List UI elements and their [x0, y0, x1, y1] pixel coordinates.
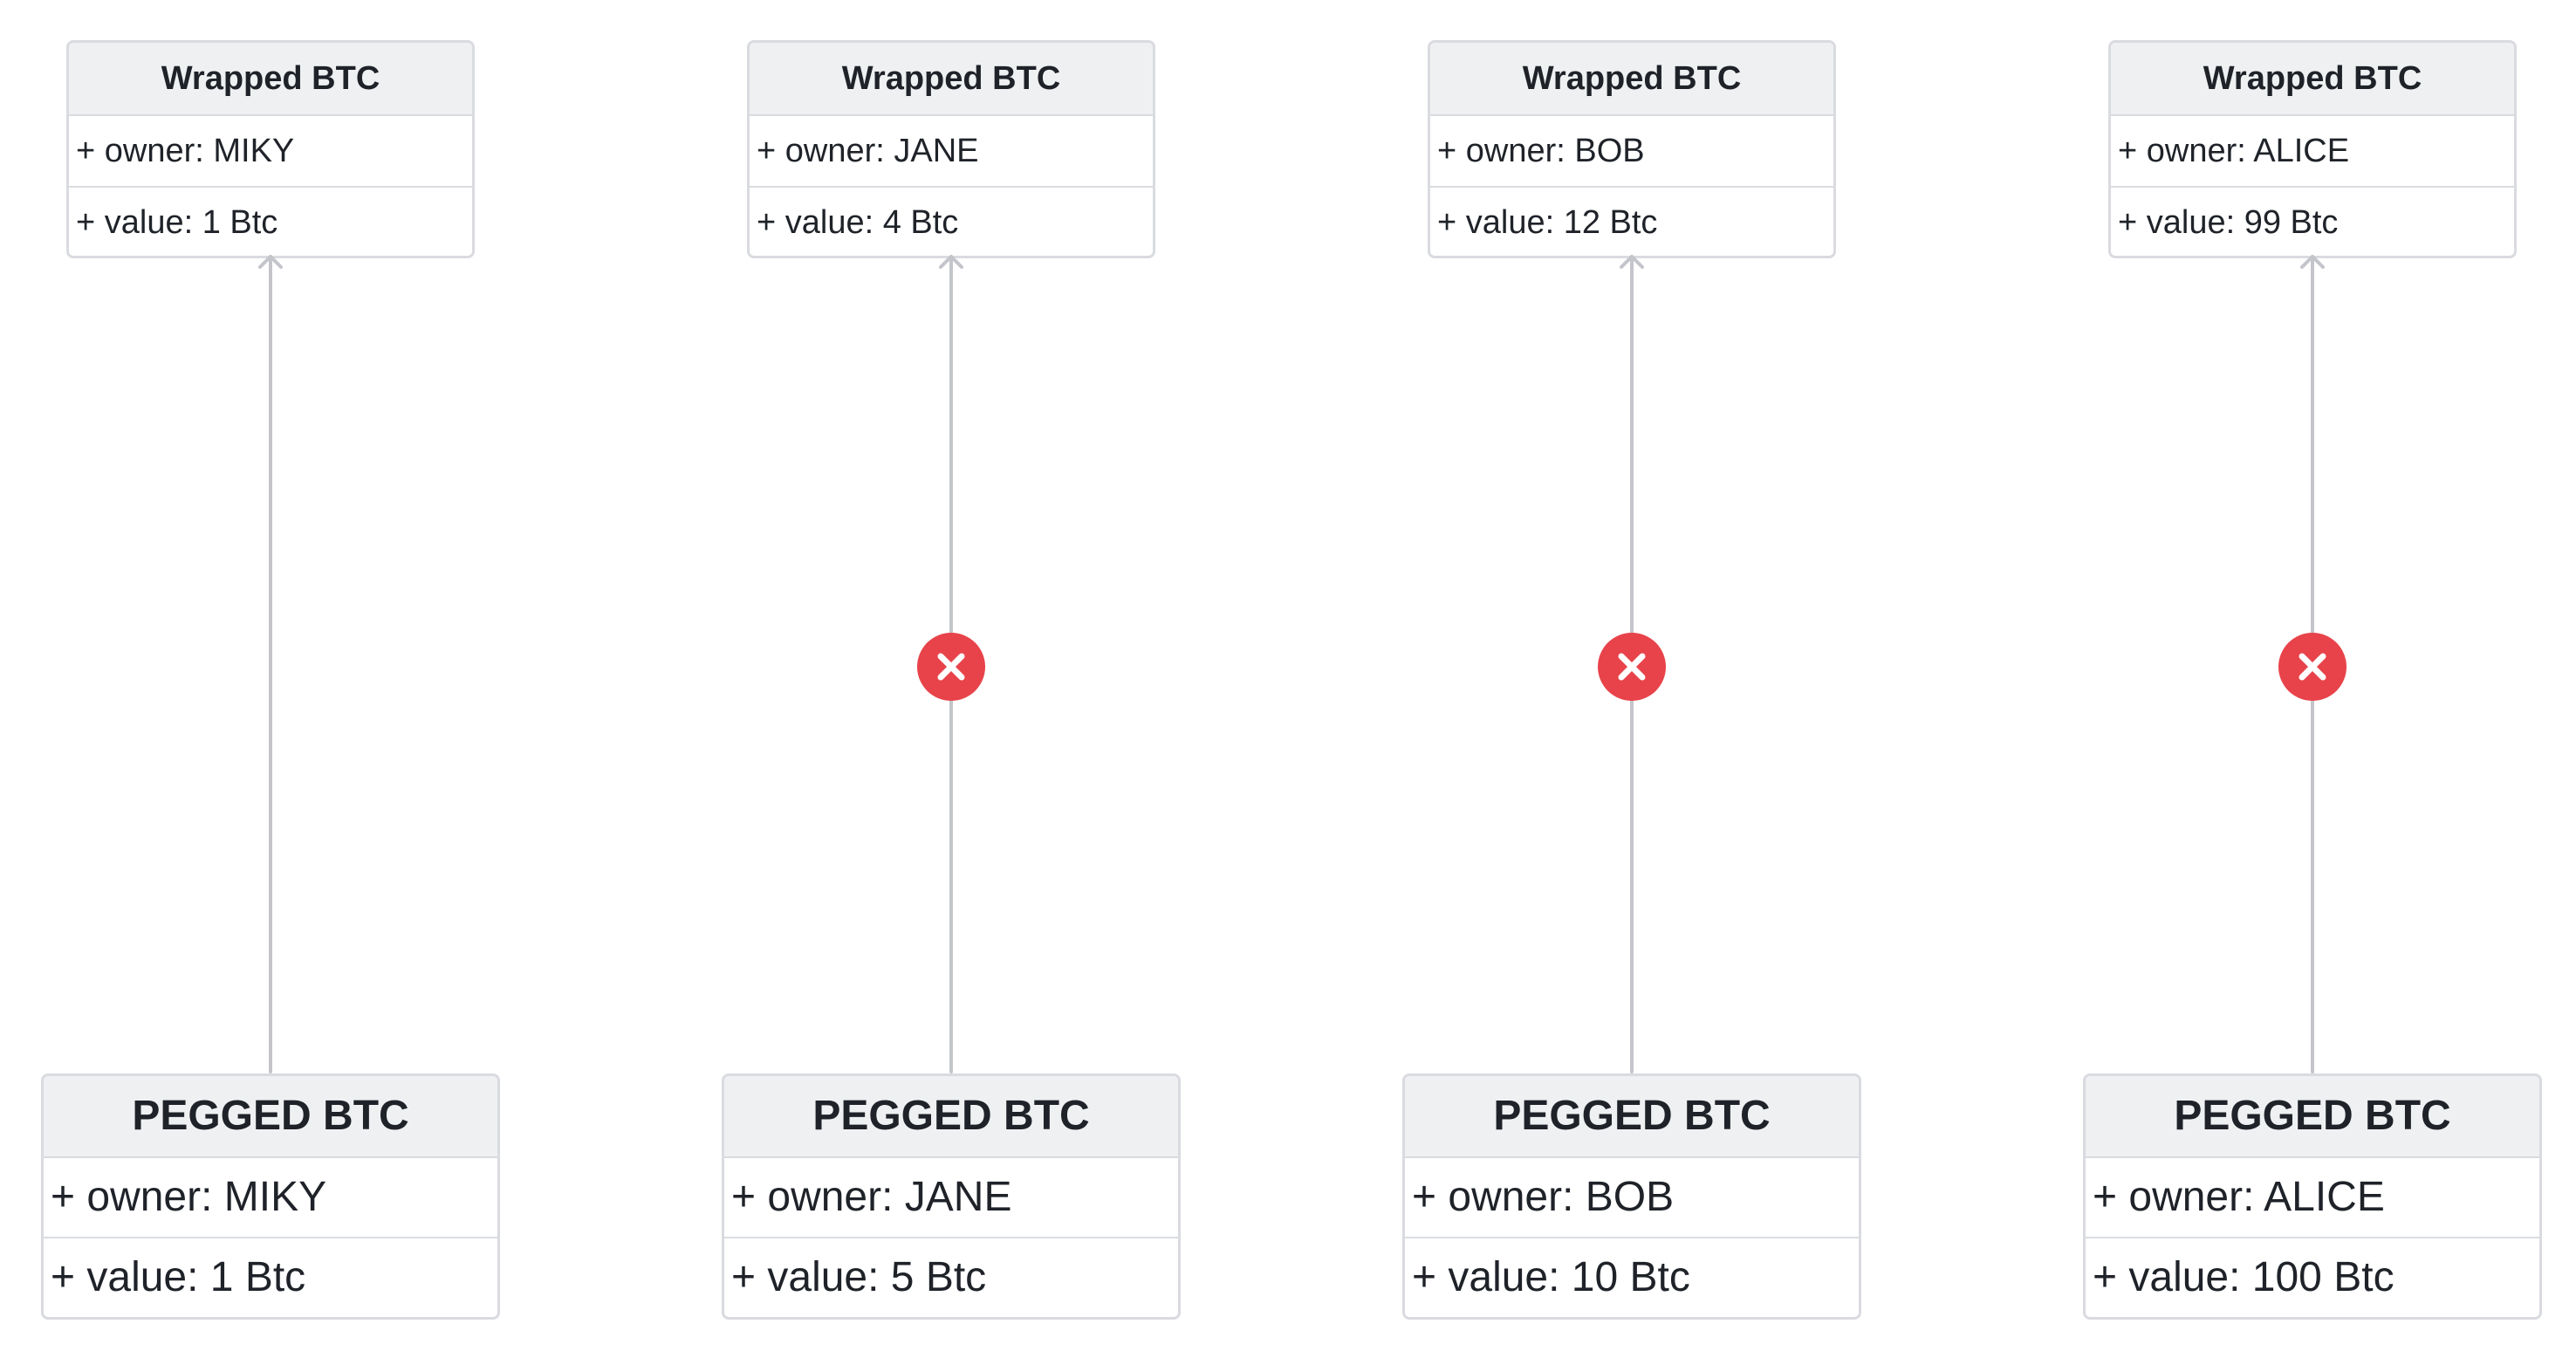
- arrow-connector: [258, 255, 283, 1073]
- pegged-btc-value: + value: 1 Btc: [44, 1237, 497, 1317]
- pegged-btc-title: PEGGED BTC: [44, 1076, 497, 1156]
- wrapped-btc-box: Wrapped BTC + owner: ALICE + value: 99 B…: [2108, 40, 2517, 258]
- wrapped-btc-owner: + owner: MIKY: [69, 114, 472, 186]
- pair-miky: Wrapped BTC + owner: MIKY + value: 1 Btc…: [9, 0, 532, 1358]
- wrapped-btc-box: Wrapped BTC + owner: JANE + value: 4 Btc: [747, 40, 1155, 258]
- wrapped-btc-owner: + owner: JANE: [750, 114, 1153, 186]
- pegged-btc-title: PEGGED BTC: [1405, 1076, 1859, 1156]
- pegged-btc-owner: + owner: MIKY: [44, 1156, 497, 1237]
- pegged-btc-box: PEGGED BTC + owner: BOB + value: 10 Btc: [1402, 1073, 1861, 1320]
- wrapped-btc-title: Wrapped BTC: [69, 43, 472, 114]
- pair-alice: Wrapped BTC + owner: ALICE + value: 99 B…: [2051, 0, 2574, 1358]
- wrapped-btc-title: Wrapped BTC: [750, 43, 1153, 114]
- pegged-btc-value: + value: 10 Btc: [1405, 1237, 1859, 1317]
- wrapped-btc-value: + value: 1 Btc: [69, 186, 472, 256]
- pegged-btc-value: + value: 100 Btc: [2086, 1237, 2539, 1317]
- wrapped-btc-owner: + owner: ALICE: [2111, 114, 2514, 186]
- pegged-btc-box: PEGGED BTC + owner: MIKY + value: 1 Btc: [41, 1073, 500, 1320]
- wrapped-btc-box: Wrapped BTC + owner: MIKY + value: 1 Btc: [66, 40, 475, 258]
- wrapped-btc-value: + value: 12 Btc: [1430, 186, 1833, 256]
- wrapped-btc-value: + value: 4 Btc: [750, 186, 1153, 256]
- x-circle-icon: [1598, 633, 1666, 701]
- pegged-btc-value: + value: 5 Btc: [724, 1237, 1178, 1317]
- pegged-btc-box: PEGGED BTC + owner: ALICE + value: 100 B…: [2083, 1073, 2542, 1320]
- wrapped-btc-title: Wrapped BTC: [2111, 43, 2514, 114]
- pair-bob: Wrapped BTC + owner: BOB + value: 12 Btc…: [1370, 0, 1894, 1358]
- x-circle-icon: [2278, 633, 2346, 701]
- pegged-btc-owner: + owner: ALICE: [2086, 1156, 2539, 1237]
- wrapped-btc-value: + value: 99 Btc: [2111, 186, 2514, 256]
- wrapped-btc-title: Wrapped BTC: [1430, 43, 1833, 114]
- pegged-btc-title: PEGGED BTC: [724, 1076, 1178, 1156]
- pegged-btc-owner: + owner: JANE: [724, 1156, 1178, 1237]
- wrapped-btc-box: Wrapped BTC + owner: BOB + value: 12 Btc: [1428, 40, 1836, 258]
- wrapped-btc-owner: + owner: BOB: [1430, 114, 1833, 186]
- x-circle-icon: [917, 633, 985, 701]
- pegged-btc-title: PEGGED BTC: [2086, 1076, 2539, 1156]
- pegged-btc-owner: + owner: BOB: [1405, 1156, 1859, 1237]
- pair-jane: Wrapped BTC + owner: JANE + value: 4 Btc…: [689, 0, 1213, 1358]
- pegged-btc-box: PEGGED BTC + owner: JANE + value: 5 Btc: [722, 1073, 1181, 1320]
